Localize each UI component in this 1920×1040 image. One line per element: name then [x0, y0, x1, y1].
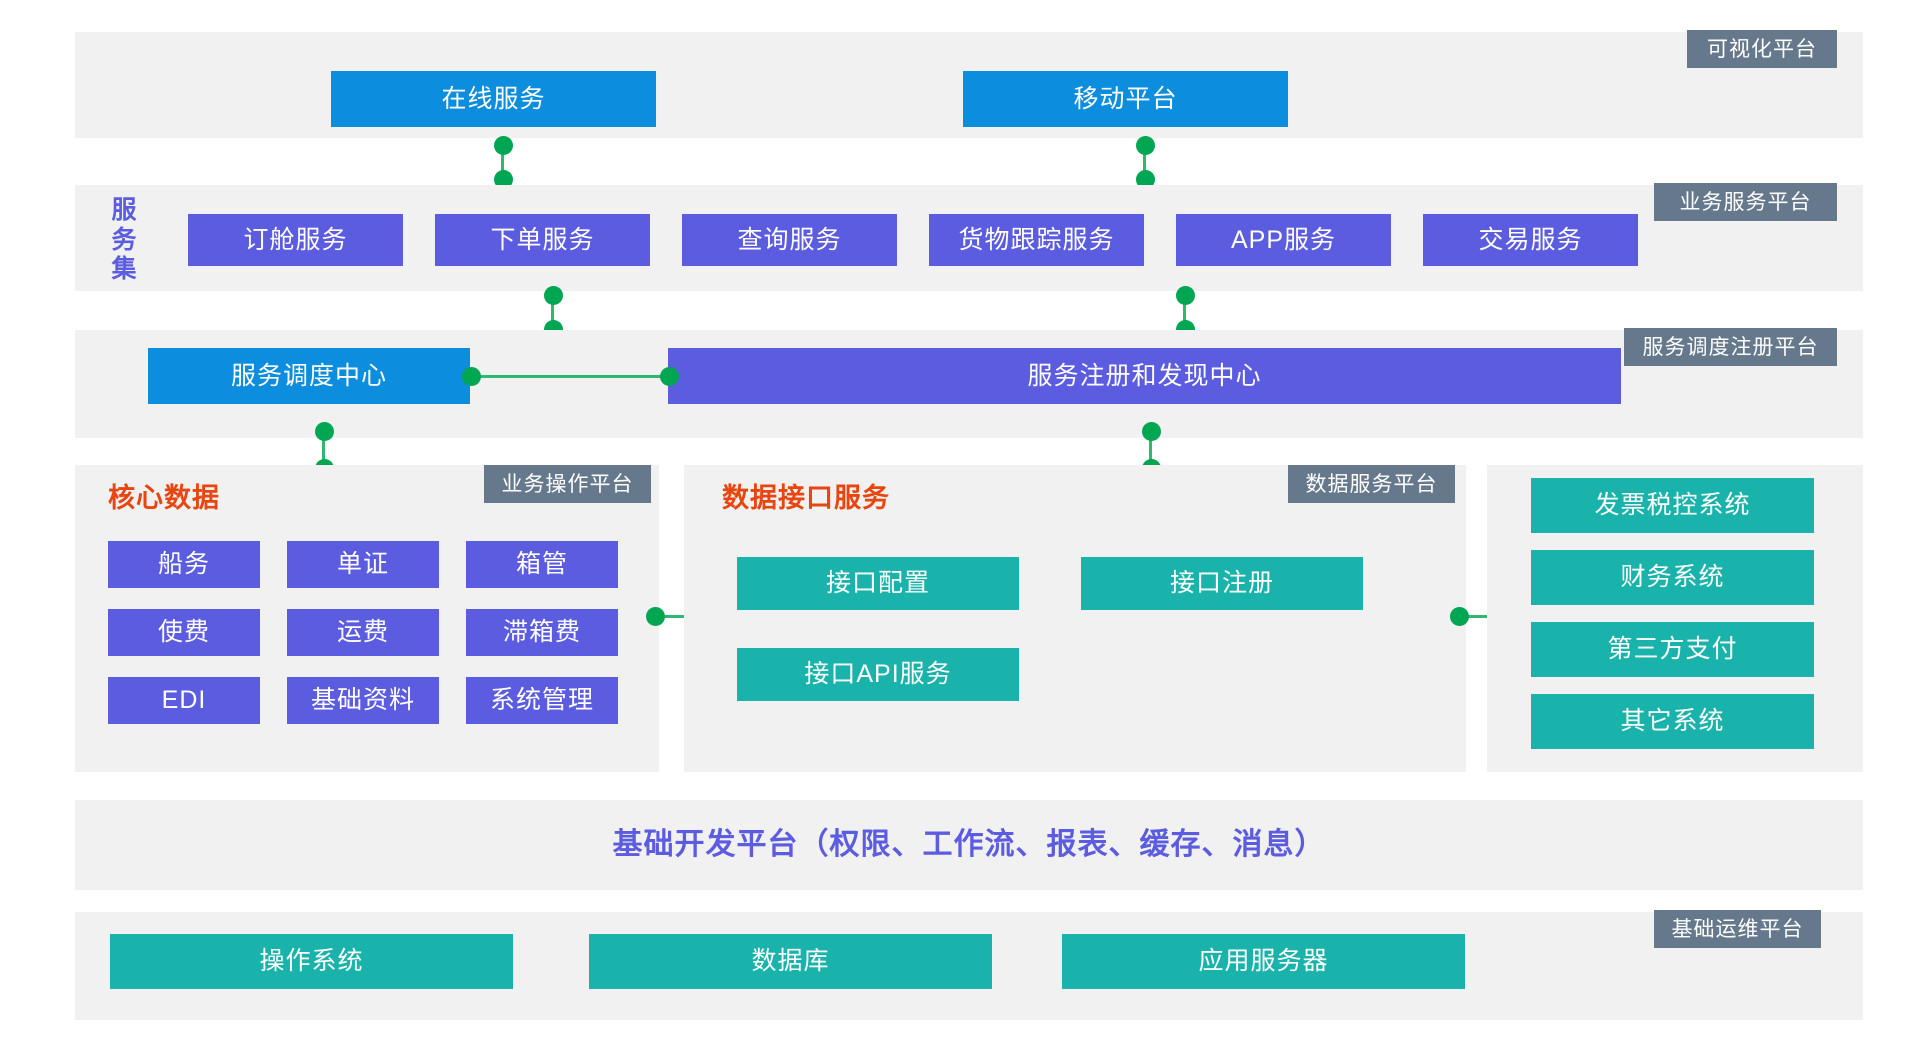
connector-line-data-service-to-external [1459, 615, 1507, 618]
external-system-other[interactable]: 其它系统 [1531, 694, 1814, 749]
box-cargo-tracking-service[interactable]: 货物跟踪服务 [929, 214, 1144, 266]
module-interface-registration[interactable]: 接口注册 [1081, 557, 1363, 610]
box-transaction-service[interactable]: 交易服务 [1423, 214, 1638, 266]
connector-dot-dispatch-right [462, 367, 481, 386]
label-development-platform: 基础开发平台（权限、工作流、报表、缓存、消息） [612, 828, 1326, 861]
panel-data-service-platform [684, 465, 1466, 772]
tag-data-service-platform: 数据服务平台 [1288, 465, 1455, 503]
label-service-set: 服务集 [111, 196, 137, 283]
external-system-finance[interactable]: 财务系统 [1531, 550, 1814, 605]
connector-dot-online-service-bottom [494, 170, 513, 189]
connector-dot-dispatch-down-top [315, 422, 334, 441]
box-query-service[interactable]: 查询服务 [682, 214, 897, 266]
connector-line-app-service-down [1183, 295, 1186, 329]
box-service-dispatch-center[interactable]: 服务调度中心 [148, 348, 470, 404]
title-core-data: 核心数据 [108, 483, 220, 513]
external-system-third-party-payment[interactable]: 第三方支付 [1531, 622, 1814, 677]
connector-line-order-service-down [551, 295, 554, 329]
module-container-management[interactable]: 箱管 [466, 541, 618, 588]
infra-box-application-server[interactable]: 应用服务器 [1062, 934, 1465, 989]
external-system-invoice-tax[interactable]: 发票税控系统 [1531, 478, 1814, 533]
connector-line-operation-to-data-service [655, 615, 703, 618]
connector-dot-online-service-top [494, 136, 513, 155]
box-mobile-platform[interactable]: 移动平台 [963, 71, 1288, 127]
connector-line-mobile-platform [1143, 145, 1146, 179]
tag-visualization-platform: 可视化平台 [1687, 30, 1837, 68]
module-interface-config[interactable]: 接口配置 [737, 557, 1019, 610]
module-shipping-affairs[interactable]: 船务 [108, 541, 260, 588]
title-data-interface-service: 数据接口服务 [722, 483, 890, 513]
tag-dispatch-registry-platform: 服务调度注册平台 [1624, 328, 1837, 366]
connector-line-dispatch-to-registry [470, 375, 668, 378]
tag-business-service-platform: 业务服务平台 [1654, 183, 1837, 221]
infra-box-operating-system[interactable]: 操作系统 [110, 934, 513, 989]
connector-dot-order-service-top [544, 286, 563, 305]
box-booking-service[interactable]: 订舱服务 [188, 214, 403, 266]
connector-dot-app-service-top [1176, 286, 1195, 305]
module-documents[interactable]: 单证 [287, 541, 439, 588]
connector-dot-registry-down-top [1142, 422, 1161, 441]
box-service-registry-discovery-center[interactable]: 服务注册和发现中心 [668, 348, 1621, 404]
module-basic-data[interactable]: 基础资料 [287, 677, 439, 724]
box-order-service[interactable]: 下单服务 [435, 214, 650, 266]
module-freight-fee[interactable]: 运费 [287, 609, 439, 656]
connector-dot-mobile-platform-bottom [1136, 170, 1155, 189]
module-demurrage-fee[interactable]: 滞箱费 [466, 609, 618, 656]
connector-dot-registry-left [660, 367, 679, 386]
box-online-service[interactable]: 在线服务 [331, 71, 656, 127]
tag-business-operation-platform: 业务操作平台 [484, 465, 651, 503]
connector-line-online-service [501, 145, 504, 179]
connector-line-registry-down [1149, 440, 1152, 470]
module-usage-fee[interactable]: 使费 [108, 609, 260, 656]
module-system-management[interactable]: 系统管理 [466, 677, 618, 724]
box-app-service[interactable]: APP服务 [1176, 214, 1391, 266]
connector-dot-mobile-platform-top [1136, 136, 1155, 155]
module-edi[interactable]: EDI [108, 677, 260, 724]
infra-box-database[interactable]: 数据库 [589, 934, 992, 989]
connector-dot-operation-right [646, 607, 665, 626]
connector-dot-data-service-right [1450, 607, 1469, 626]
connector-line-dispatch-down [322, 440, 325, 470]
module-interface-api-service[interactable]: 接口API服务 [737, 648, 1019, 701]
band-development-platform: 基础开发平台（权限、工作流、报表、缓存、消息） [75, 800, 1863, 890]
tag-infrastructure-platform: 基础运维平台 [1654, 910, 1821, 948]
